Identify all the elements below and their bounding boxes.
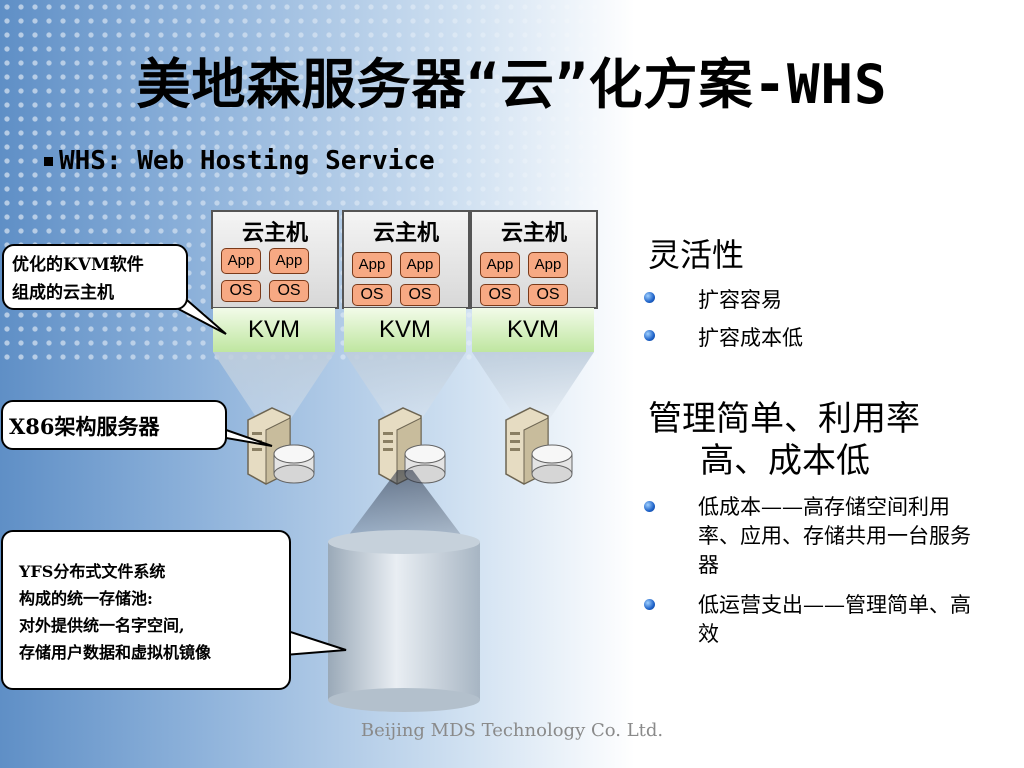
heading-flexibility: 灵活性 xyxy=(648,236,745,274)
os-chip: OS xyxy=(528,284,568,306)
bullet-text: 扩容容易 xyxy=(698,288,782,312)
cloud-host-label: 云主机 xyxy=(372,220,439,246)
heading-line: 高、成本低 xyxy=(700,441,870,481)
subtitle-text: WHS: Web Hosting Service xyxy=(59,146,435,176)
cloud-host-2: 云主机 App App OS OS xyxy=(342,210,470,309)
heading-line: 管理简单、利用率 xyxy=(648,399,920,439)
callout-line: YFS分布式文件系统 xyxy=(19,562,166,581)
callout-x86-server: X86架构服务器 xyxy=(1,400,227,450)
callout-yfs-storage: YFS分布式文件系统 构成的统一存储池: 对外提供统一名字空间, 存储用户数据和… xyxy=(1,530,291,690)
os-chip: OS xyxy=(400,284,440,306)
kvm-layer-2: KVM xyxy=(344,308,466,352)
callout-line: 存储用户数据和虚拟机镜像 xyxy=(19,643,212,662)
slide-title: 美地森服务器“云”化方案-WHS xyxy=(136,53,888,116)
bullet-dot-icon xyxy=(644,292,655,303)
app-chip: App xyxy=(221,248,261,274)
server-icon xyxy=(247,407,315,485)
bullet-text: 低成本——高存储空间利用率、应用、存储共用一台服务器 xyxy=(698,495,971,577)
bullet-dot-icon xyxy=(644,330,655,341)
callout-kvm-cloud-host: 优化的KVM软件 组成的云主机 xyxy=(2,244,188,310)
cloud-host-1: 云主机 App App OS OS xyxy=(211,210,339,309)
bullet-dot-icon xyxy=(644,599,655,610)
os-chip: OS xyxy=(221,280,261,302)
app-chip: App xyxy=(480,252,520,278)
os-chip: OS xyxy=(480,284,520,306)
bullet-text: 低运营支出——管理简单、高效 xyxy=(698,593,971,646)
callout-line: 组成的云主机 xyxy=(12,283,114,303)
app-chip: App xyxy=(528,252,568,278)
heading-management: 管理简单、利用率 高、成本低 xyxy=(648,398,920,482)
kvm-layer-3: KVM xyxy=(472,308,594,352)
storage-pool-cylinder-icon xyxy=(328,530,480,712)
app-chip: App xyxy=(400,252,440,278)
callout-line: 优化的KVM软件 xyxy=(12,255,144,275)
kvm-layer-1: KVM xyxy=(213,308,335,352)
slide-subtitle: WHS: Web Hosting Service xyxy=(44,146,435,176)
footer-company: Beijing MDS Technology Co. Ltd. xyxy=(360,720,664,741)
os-chip: OS xyxy=(352,284,392,306)
cloud-host-label: 云主机 xyxy=(241,220,308,246)
square-bullet-icon xyxy=(44,157,53,166)
os-chip: OS xyxy=(269,280,309,302)
bullet-text: 扩容成本低 xyxy=(698,326,803,350)
cloud-host-label: 云主机 xyxy=(500,220,567,246)
cloud-host-3: 云主机 App App OS OS xyxy=(470,210,598,309)
callout-line: 构成的统一存储池: xyxy=(19,589,153,608)
callout-line: 对外提供统一名字空间, xyxy=(19,616,185,635)
server-icon xyxy=(505,407,573,485)
app-chip: App xyxy=(269,248,309,274)
app-chip: App xyxy=(352,252,392,278)
bullet-dot-icon xyxy=(644,501,655,512)
